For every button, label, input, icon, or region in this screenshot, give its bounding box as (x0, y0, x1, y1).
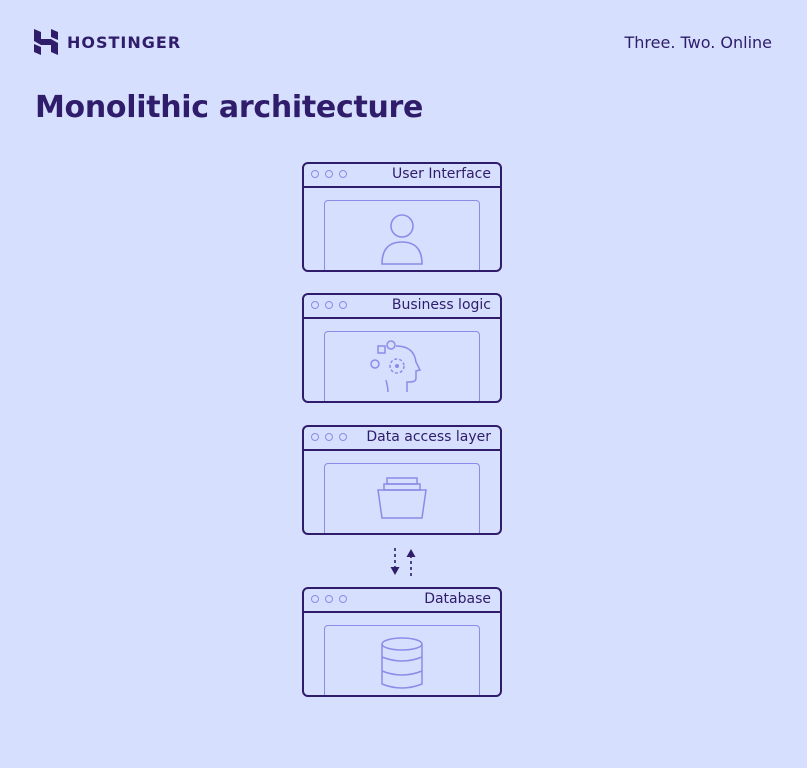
hostinger-logo: HOSTINGER (34, 29, 181, 55)
layer-label: Data access layer (366, 429, 491, 445)
window-dot-icon (339, 595, 347, 603)
bidirectional-arrows-icon (390, 548, 416, 576)
layer-label: Database (424, 591, 491, 607)
window-panel (324, 463, 480, 533)
user-icon (381, 214, 423, 265)
database-icon (381, 637, 423, 689)
window-dot-icon (325, 170, 333, 178)
layer-data-access: Data access layer (302, 425, 502, 535)
window-dot-icon (339, 301, 347, 309)
tagline: Three. Two. Online (624, 33, 773, 52)
window-dot-icon (325, 301, 333, 309)
head-gear-icon (370, 340, 422, 393)
layer-user-interface: User Interface (302, 162, 502, 272)
window-dot-icon (339, 433, 347, 441)
hostinger-logo-icon (34, 29, 58, 55)
window-dot-icon (325, 595, 333, 603)
window-dot-icon (311, 301, 319, 309)
brand-name: HOSTINGER (67, 32, 182, 52)
window-dot-icon (325, 433, 333, 441)
window-titlebar: Business logic (304, 295, 500, 319)
window-panel (324, 331, 480, 401)
layer-label: Business logic (391, 297, 491, 313)
window-dot-icon (311, 595, 319, 603)
window-titlebar: User Interface (304, 164, 500, 188)
window-dot-icon (339, 170, 347, 178)
window-titlebar: Database (304, 589, 500, 613)
folder-icon (377, 477, 427, 519)
page-title: Monolithic architecture (35, 90, 424, 125)
window-panel (324, 625, 480, 695)
window-panel (324, 200, 480, 270)
layer-business-logic: Business logic (302, 293, 502, 403)
window-titlebar: Data access layer (304, 427, 500, 451)
layer-label: User Interface (391, 166, 491, 182)
layer-database: Database (302, 587, 502, 697)
window-dot-icon (311, 170, 319, 178)
window-dot-icon (311, 433, 319, 441)
